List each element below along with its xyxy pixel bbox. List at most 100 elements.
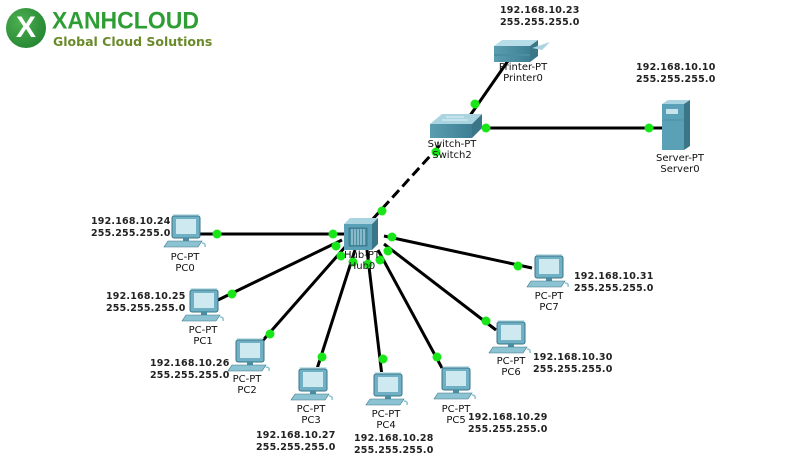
port-status-dot [513, 261, 523, 271]
pc2-type: PC-PT [232, 374, 262, 385]
pc-icon[interactable] [290, 367, 333, 401]
switch2-label: Switch-PT Switch2 [420, 139, 484, 161]
link-hub0-pc4[interactable] [365, 249, 384, 377]
port-status-dot [336, 251, 346, 261]
port-status-dot [470, 99, 480, 109]
logo-title: XANHCLOUD [52, 6, 199, 34]
pc1-name: PC1 [193, 336, 213, 347]
server0-label: Server-PT Server0 [643, 153, 717, 175]
pc3-ip-address: 192.168.10.27 [256, 430, 336, 441]
pc4-name: PC4 [376, 420, 396, 431]
port-status-dot [481, 123, 491, 133]
pc5-ip-address: 192.168.10.29 [468, 412, 548, 423]
pc1-ip-address: 192.168.10.25 [106, 291, 186, 302]
server0-ip-address: 192.168.10.10 [636, 62, 716, 73]
pc6-name: PC6 [501, 367, 521, 378]
pc1-ip: 192.168.10.25 255.255.255.0 [106, 291, 186, 315]
pc0-ip-address: 192.168.10.24 [91, 216, 171, 227]
pc6-type: PC-PT [496, 356, 526, 367]
port-status-dot [431, 147, 441, 157]
links-layer [200, 57, 662, 377]
pc-icon[interactable] [365, 372, 408, 406]
port-status-dot [265, 329, 275, 339]
link-hub0-pc7[interactable] [383, 234, 533, 270]
pc-icon[interactable] [181, 288, 224, 322]
pc4-type: PC-PT [371, 409, 401, 420]
pc2-ip-address: 192.168.10.26 [150, 358, 230, 369]
pc0-type: PC-PT [170, 252, 200, 263]
pc-icon[interactable] [488, 320, 531, 354]
server-icon[interactable] [662, 100, 690, 150]
pc4-label: PC-PT PC4 [361, 409, 411, 431]
port-status-dot [378, 354, 388, 364]
switch2-name: Switch2 [432, 150, 472, 161]
pc1-subnet-mask: 255.255.255.0 [106, 303, 186, 314]
port-status-dot [387, 232, 397, 242]
pc5-ip: 192.168.10.29 255.255.255.0 [468, 412, 548, 436]
pc7-label: PC-PT PC7 [524, 291, 574, 313]
port-status-dot [644, 123, 654, 133]
link-hub0-pc2[interactable] [256, 245, 348, 347]
ports-layer [212, 99, 654, 364]
pc2-label: PC-PT PC2 [222, 374, 272, 396]
pc3-type: PC-PT [296, 404, 326, 415]
printer0-ip: 192.168.10.23 255.255.255.0 [500, 5, 580, 29]
link-hub0-pc6[interactable] [383, 242, 497, 332]
port-status-dot [317, 352, 327, 362]
pc3-name: PC3 [301, 415, 321, 426]
pc-icon[interactable] [163, 214, 206, 248]
port-status-dot [377, 206, 387, 216]
pc5-type: PC-PT [441, 404, 471, 415]
port-status-dot [432, 352, 442, 362]
hub0-type: Hub-PT [344, 250, 380, 261]
printer0-ip-address: 192.168.10.23 [500, 5, 580, 16]
pc7-ip-address: 192.168.10.31 [574, 271, 654, 282]
pc6-ip: 192.168.10.30 255.255.255.0 [533, 352, 613, 376]
pc3-label: PC-PT PC3 [286, 404, 336, 426]
printer0-type: Printer-PT [498, 62, 548, 73]
printer-icon[interactable] [494, 40, 550, 62]
logo-subtitle: Global Cloud Solutions [53, 34, 213, 49]
xanhcloud-logo: X XANHCLOUD Global Cloud Solutions [4, 4, 214, 54]
pc7-ip: 192.168.10.31 255.255.255.0 [574, 271, 654, 295]
pc3-subnet-mask: 255.255.255.0 [256, 442, 336, 453]
port-status-dot [227, 289, 237, 299]
port-status-dot [363, 259, 373, 269]
pc1-label: PC-PT PC1 [178, 325, 228, 347]
pc-icon[interactable] [227, 338, 270, 372]
server0-name: Server0 [660, 164, 700, 175]
switch2-type: Switch-PT [427, 139, 477, 150]
server0-type: Server-PT [656, 153, 704, 164]
link-hub0-pc5[interactable] [376, 249, 444, 369]
pc3-ip: 192.168.10.27 255.255.255.0 [256, 430, 336, 454]
pc7-type: PC-PT [534, 291, 564, 302]
server0-ip: 192.168.10.10 255.255.255.0 [636, 62, 716, 86]
logo-x-icon: X [6, 8, 46, 48]
port-status-dot [348, 257, 358, 267]
pc4-ip: 192.168.10.28 255.255.255.0 [354, 433, 434, 457]
port-status-dot [383, 246, 393, 256]
port-status-dot [481, 316, 491, 326]
hub0-label: Hub-PT Hub0 [330, 250, 394, 272]
switch-icon[interactable] [430, 114, 482, 138]
port-status-dot [212, 229, 222, 239]
hub-icon[interactable] [344, 218, 378, 250]
printer0-label: Printer-PT Printer0 [488, 62, 558, 84]
printer0-name: Printer0 [503, 73, 543, 84]
pc0-ip: 192.168.10.24 255.255.255.0 [91, 216, 171, 240]
pc-icon[interactable] [433, 366, 476, 400]
pc2-subnet-mask: 255.255.255.0 [150, 370, 230, 381]
pc1-type: PC-PT [188, 325, 218, 336]
port-status-dot [328, 229, 338, 239]
pc2-ip: 192.168.10.26 255.255.255.0 [150, 358, 230, 382]
pc0-subnet-mask: 255.255.255.0 [91, 228, 171, 239]
pc5-label: PC-PT PC5 [431, 404, 481, 426]
port-status-dot [331, 241, 341, 251]
pc2-name: PC2 [237, 385, 257, 396]
pc-icon[interactable] [526, 254, 569, 288]
server0-subnet-mask: 255.255.255.0 [636, 74, 716, 85]
link-hub0-pc3[interactable] [314, 249, 357, 373]
link-hub0-pc1[interactable] [217, 238, 343, 302]
printer0-subnet-mask: 255.255.255.0 [500, 17, 580, 28]
